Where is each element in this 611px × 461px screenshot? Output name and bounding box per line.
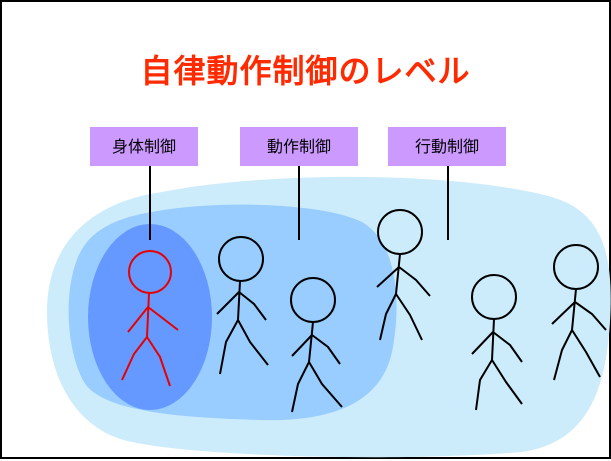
label-behavior-control: 行動制御 [414, 137, 479, 156]
label-action-control: 動作制御 [266, 137, 331, 156]
stick-figure-icon [471, 274, 523, 411]
label-box-action [240, 127, 358, 166]
slide-title: 自律動作制御のレベル [140, 52, 471, 90]
label-body-control: 身体制御 [111, 137, 176, 156]
stick-figure-icon [216, 236, 269, 375]
label-box-body [90, 127, 198, 166]
label-box-behavior [388, 127, 506, 166]
body-control-region [88, 224, 212, 410]
stick-figure-icon [551, 244, 607, 381]
stick-figure-icon [290, 277, 343, 413]
stick-figure-icon [121, 250, 179, 387]
stick-figure-icon [376, 209, 431, 341]
